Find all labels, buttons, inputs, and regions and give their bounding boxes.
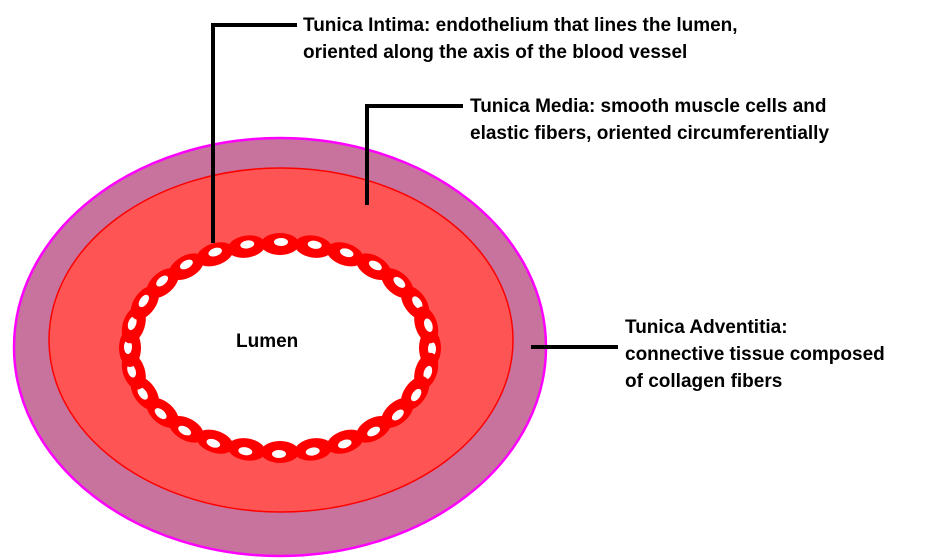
media-label-line-2: elastic fibers, oriented circumferential… [470, 123, 829, 144]
adventitia-label: Tunica Adventitia: connective tissue com… [625, 317, 890, 392]
media-label: Tunica Media: smooth muscle cells and el… [470, 96, 832, 144]
endothelial-cell [261, 233, 299, 255]
cell-nucleus [274, 238, 288, 246]
adventitia-label-line-2: connective tissue composed [625, 344, 885, 365]
media-label-line-1: Tunica Media: smooth muscle cells and [470, 96, 827, 117]
endothelial-cell [261, 441, 299, 463]
intima-label-line-2: oriented along the axis of the blood ves… [303, 42, 687, 63]
lumen-label: Lumen [236, 331, 298, 352]
adventitia-label-line-1: Tunica Adventitia: [625, 317, 788, 338]
cell-nucleus [272, 450, 286, 458]
intima-label-line-1: Tunica Intima: endothelium that lines th… [303, 15, 738, 36]
adventitia-label-line-3: of collagen fibers [625, 371, 782, 392]
intima-label: Tunica Intima: endothelium that lines th… [303, 15, 743, 63]
